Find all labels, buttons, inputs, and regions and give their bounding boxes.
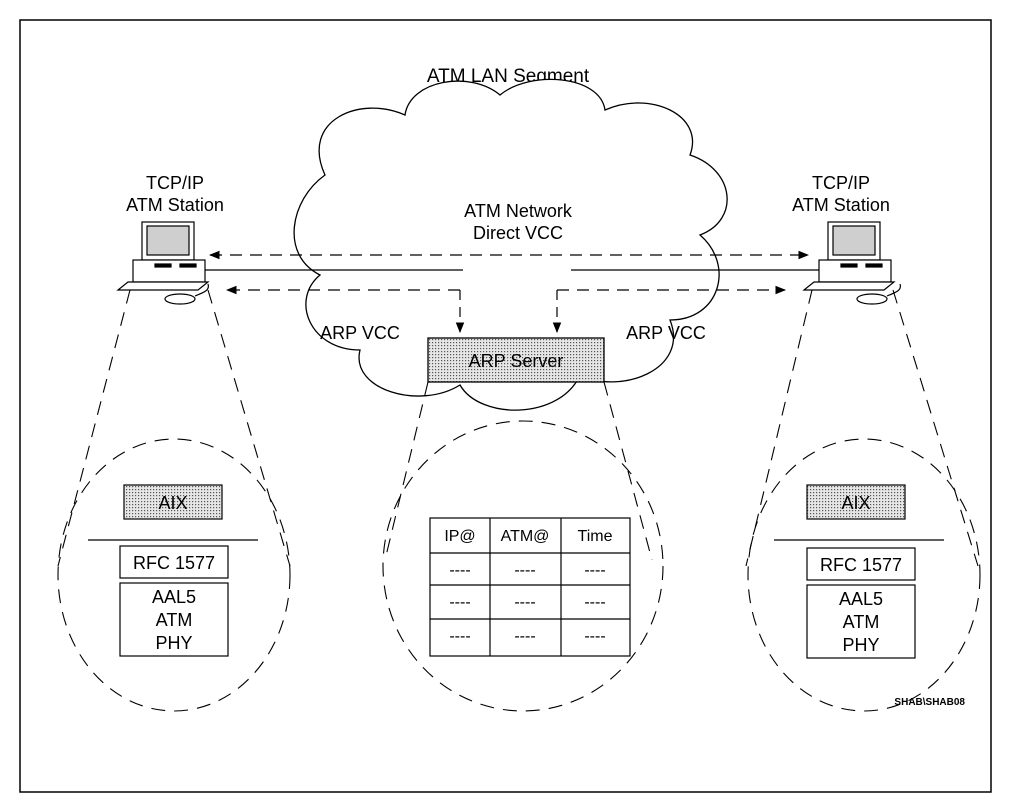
arp-table-header-time: Time xyxy=(578,528,613,545)
computer-left-icon xyxy=(116,221,210,305)
arp-table-header-ip: IP@ xyxy=(444,528,475,545)
aix-label-left: AIX xyxy=(158,493,187,513)
atm-cloud xyxy=(293,78,728,411)
arp-table-cell: ---- xyxy=(584,628,605,645)
arp-table-cell: ---- xyxy=(584,594,605,611)
station-right-line2: ATM Station xyxy=(792,195,890,215)
aal5-label-left: AAL5 xyxy=(152,587,196,607)
stack-left-ellipse xyxy=(57,438,291,712)
rfc-box-left xyxy=(119,545,229,579)
arp-table xyxy=(429,517,631,657)
aix-box-right xyxy=(806,484,906,520)
arp-table-cell: ---- xyxy=(514,594,535,611)
arp-table-cell: ---- xyxy=(449,562,470,579)
phy-label-left: PHY xyxy=(155,633,192,653)
projection-lines xyxy=(57,289,979,567)
aal5-atm-phy-box-right xyxy=(806,584,916,659)
phy-label-right: PHY xyxy=(842,635,879,655)
aal5-atm-phy-box-left xyxy=(119,582,229,657)
station-right-line1: TCP/IP xyxy=(812,173,870,193)
network-label-line1: ATM Network xyxy=(464,201,573,221)
arp-table-header-atm: ATM@ xyxy=(501,528,550,545)
figure-id: SHAB\SHAB08 xyxy=(894,697,965,708)
protocol-stack-left: AIX RFC 1577 AAL5 ATM PHY xyxy=(88,484,258,657)
station-left-line1: TCP/IP xyxy=(146,173,204,193)
aix-box-left xyxy=(123,484,223,520)
arp-vcc-right-label: ARP VCC xyxy=(626,323,706,343)
atm-label-right: ATM xyxy=(843,612,880,632)
arp-server-box xyxy=(427,337,605,383)
atm-label-left: ATM xyxy=(156,610,193,630)
protocol-stack-right: AIX RFC 1577 AAL5 ATM PHY xyxy=(774,484,944,659)
aal5-label-right: AAL5 xyxy=(839,589,883,609)
rfc-label-right: RFC 1577 xyxy=(820,555,902,575)
arp-table-cell: ---- xyxy=(449,594,470,611)
figure-border xyxy=(19,19,992,793)
arp-table-cell: ---- xyxy=(449,628,470,645)
arp-server-label: ARP Server xyxy=(469,351,564,371)
station-left-line2: ATM Station xyxy=(126,195,224,215)
aix-label-right: AIX xyxy=(841,493,870,513)
arp-table-ellipse xyxy=(382,420,664,712)
arp-table-cell: ---- xyxy=(514,562,535,579)
stack-right-ellipse xyxy=(747,438,981,712)
arp-table-text: IP@ ATM@ Time ---- ---- ---- ---- ---- -… xyxy=(444,528,612,645)
arp-vcc-left-label: ARP VCC xyxy=(320,323,400,343)
computer-right-icon xyxy=(802,221,902,305)
network-label-line2: Direct VCC xyxy=(473,223,563,243)
arp-table-cell: ---- xyxy=(514,628,535,645)
rfc-label-left: RFC 1577 xyxy=(133,553,215,573)
arp-table-cell: ---- xyxy=(584,562,605,579)
rfc-box-right xyxy=(806,547,916,581)
